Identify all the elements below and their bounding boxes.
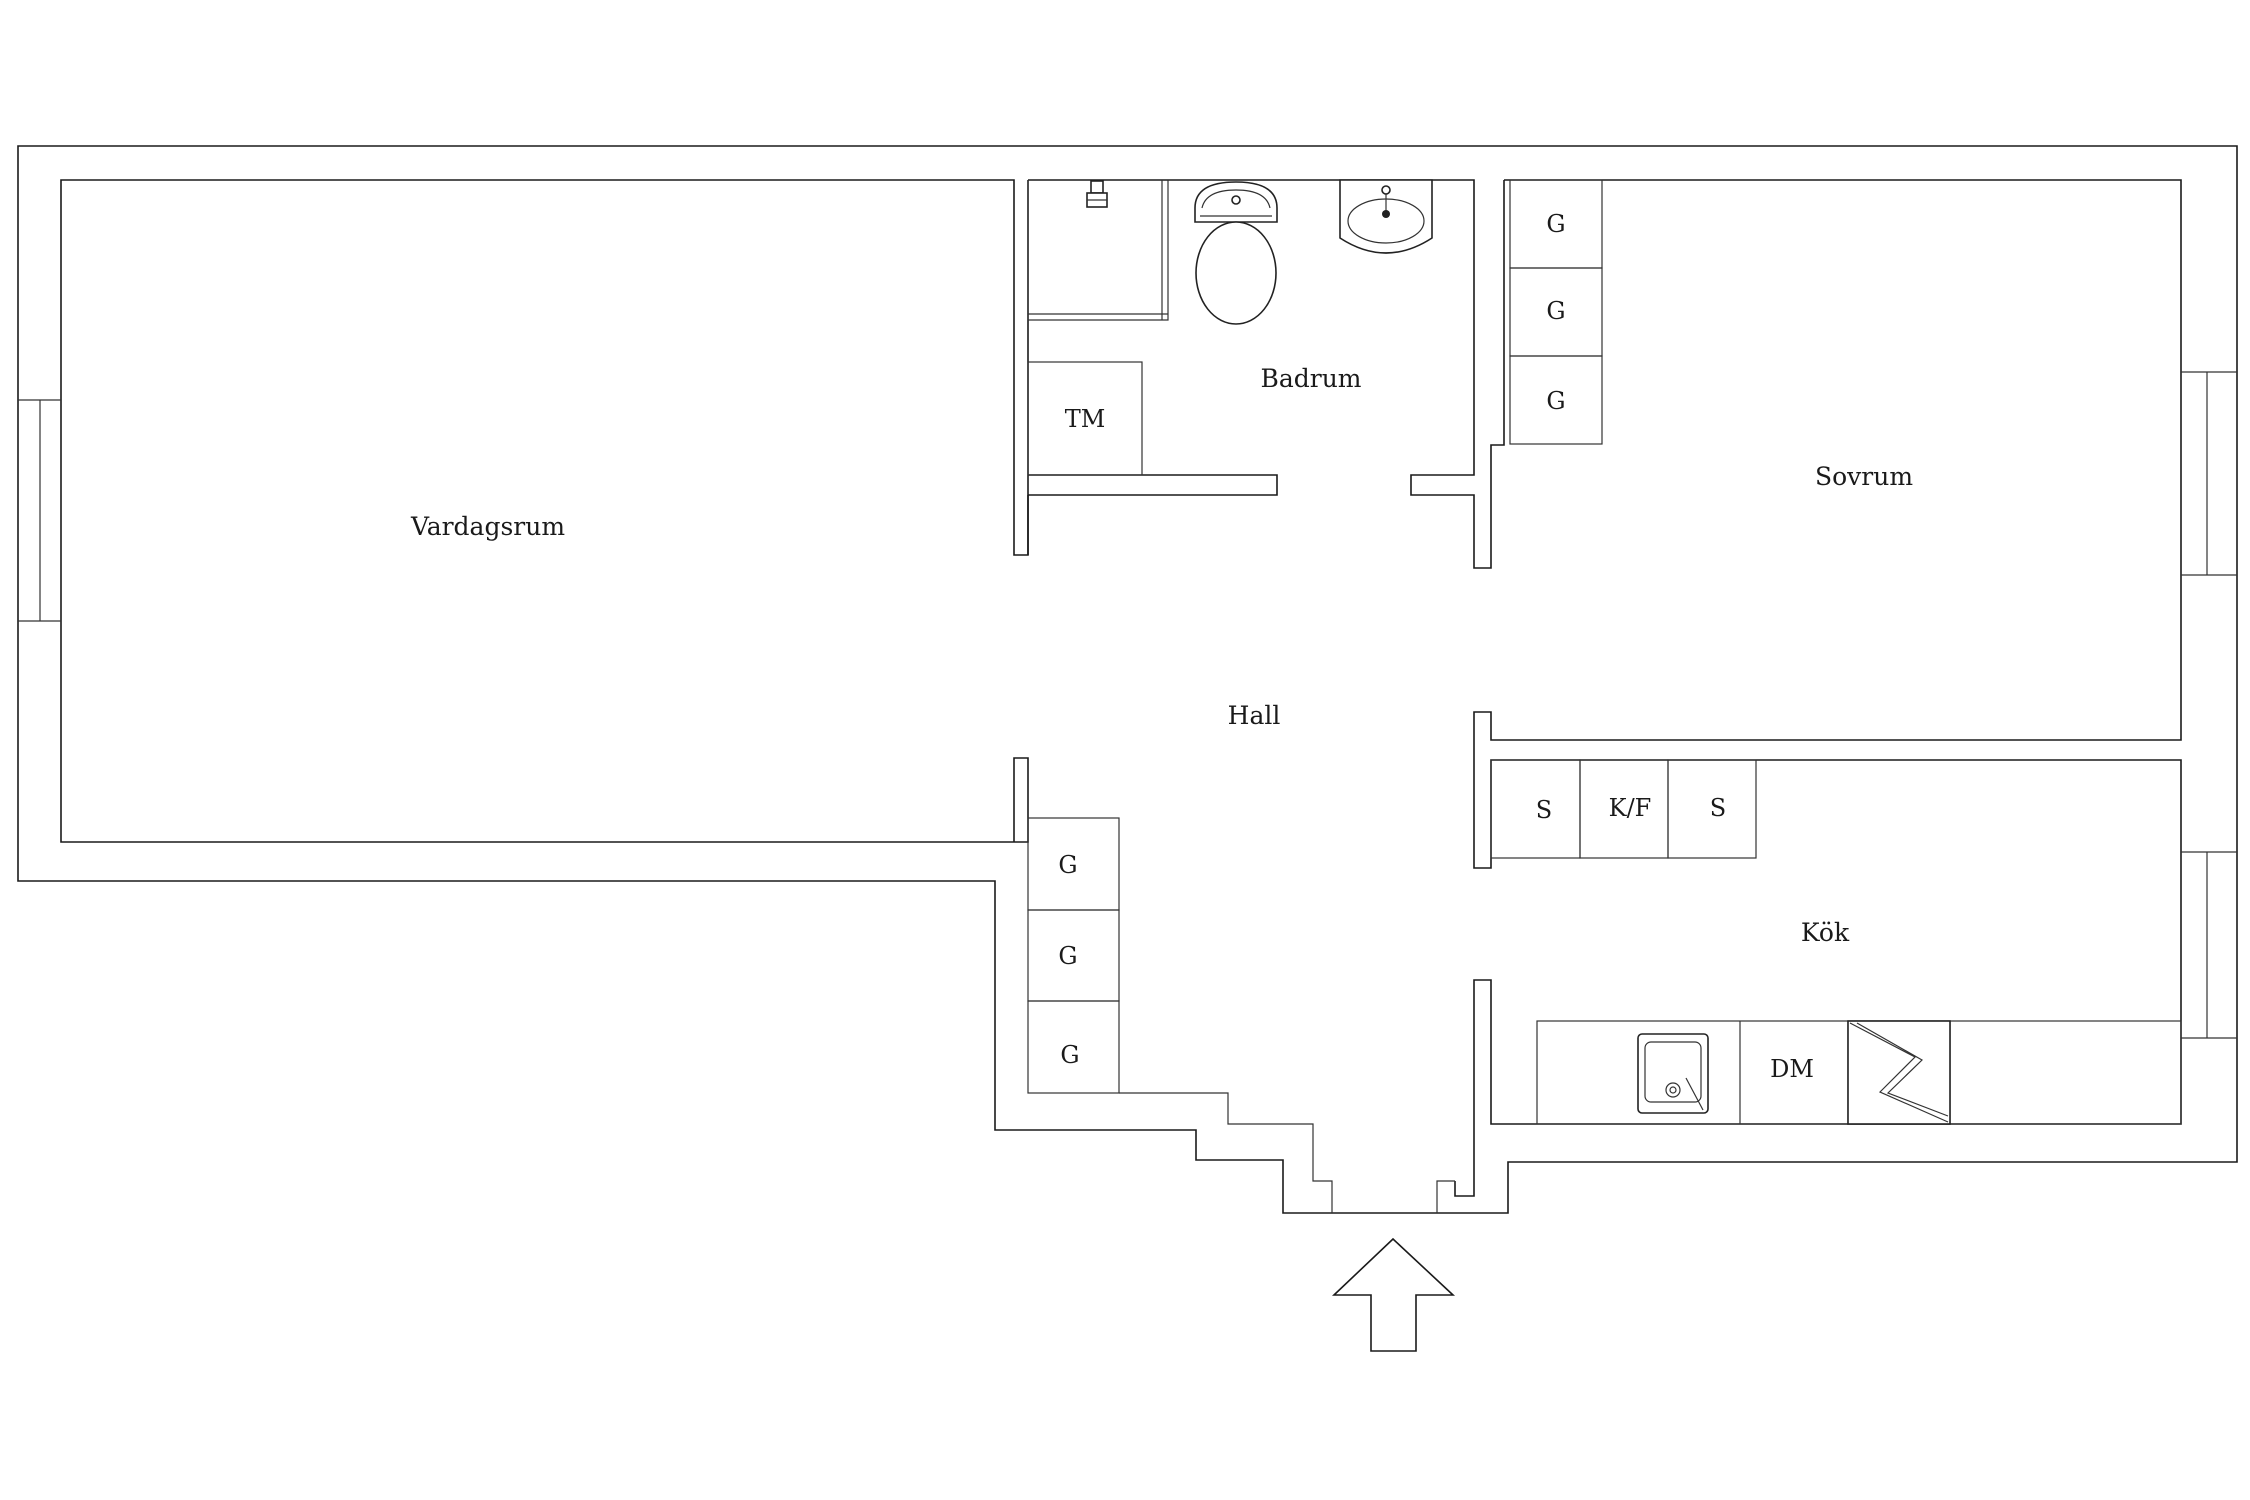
living-room-walls (60, 179, 1029, 843)
wardrobe-label: G (1546, 297, 1565, 325)
stove-icon (1847, 1020, 1951, 1125)
outer-wall (17, 145, 2238, 1214)
wardrobe-label: G (1546, 387, 1565, 415)
wardrobe-label: G (1546, 210, 1565, 238)
wardrobe-label: G (1060, 1041, 1079, 1069)
washing-machine (1027, 361, 1143, 476)
room-label-bathroom: Badrum (1260, 364, 1361, 393)
wardrobe-label: G (1058, 942, 1077, 970)
shower (1027, 180, 1169, 321)
bedroom-wardrobes (1509, 179, 1603, 445)
washbasin-icon (1339, 179, 1433, 254)
window-bedroom (2181, 371, 2237, 576)
wardrobe-label: G (1058, 851, 1077, 879)
room-label-living: Vardagsrum (410, 512, 565, 541)
bathroom-walls (1027, 179, 1505, 569)
window-living (18, 399, 61, 622)
room-label-kitchen: Kök (1801, 918, 1850, 947)
room-label-hall: Hall (1228, 701, 1281, 730)
cabinet-label: S (1710, 794, 1726, 822)
cabinet-label: S (1536, 796, 1552, 824)
kitchen-tall-cabinets (1490, 759, 1757, 859)
hall-wardrobes (1027, 817, 1455, 1213)
bedroom-walls (1454, 179, 2182, 1197)
window-kitchen (2181, 851, 2237, 1039)
washing-machine-label: TM (1065, 405, 1106, 433)
toilet-icon (1194, 181, 1278, 325)
kitchen-sink-icon (1637, 1033, 1709, 1114)
fridge-freezer-label: K/F (1609, 794, 1652, 822)
room-label-bedroom: Sovrum (1815, 462, 1913, 491)
shower-head-icon (1086, 180, 1108, 208)
dishwasher-label: DM (1770, 1055, 1814, 1083)
entrance-arrow-icon (1331, 1237, 1456, 1352)
